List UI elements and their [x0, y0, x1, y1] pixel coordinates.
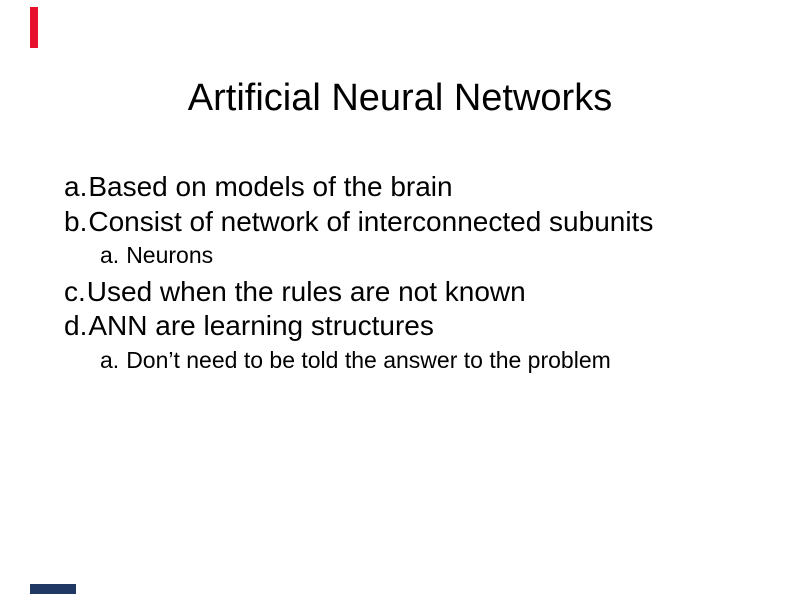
bullet-label: d.	[64, 310, 88, 341]
bullet-item: c.Used when the rules are not known	[64, 278, 526, 306]
sub-bullet-item: a.Neurons	[100, 244, 213, 267]
sub-bullet-item: a.Don’t need to be told the answer to th…	[100, 349, 611, 372]
navy-accent-bar	[30, 584, 76, 594]
bullet-label: a.	[100, 347, 120, 373]
bullet-label: a.	[64, 171, 88, 202]
bullet-item: d.ANN are learning structures	[64, 312, 434, 340]
bullet-item: a.Based on models of the brain	[64, 173, 453, 201]
red-accent-bar	[30, 7, 38, 48]
bullet-text: Used when the rules are not known	[86, 276, 526, 307]
bullet-label: c.	[64, 276, 86, 307]
bullet-text: Don’t need to be told the answer to the …	[126, 347, 611, 373]
slide-title: Artificial Neural Networks	[187, 77, 613, 119]
bullet-text: ANN are learning structures	[88, 310, 434, 341]
bullet-text: Neurons	[126, 242, 214, 268]
bullet-item: b.Consist of network of interconnected s…	[64, 208, 653, 236]
bullet-label: a.	[100, 242, 120, 268]
bullet-label: b.	[64, 206, 88, 237]
bullet-text: Based on models of the brain	[88, 171, 453, 202]
bullet-text: Consist of network of interconnected sub…	[88, 206, 654, 237]
